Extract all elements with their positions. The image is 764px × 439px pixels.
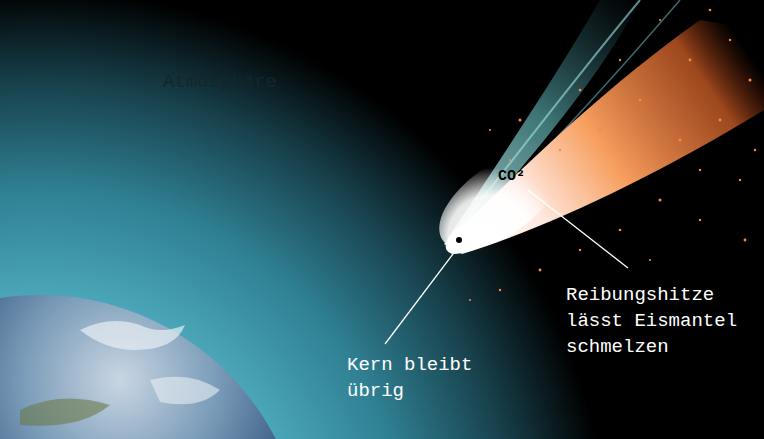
region-label: Atmosphäre (163, 69, 323, 95)
callout-label: Kern bleibt übrig (347, 352, 487, 404)
leader-line (385, 250, 456, 344)
callout-label: Reibungshitze lässt Eismantel schmelzen (566, 282, 756, 360)
leader-line (528, 190, 628, 268)
gas-label: CO² (498, 164, 558, 190)
